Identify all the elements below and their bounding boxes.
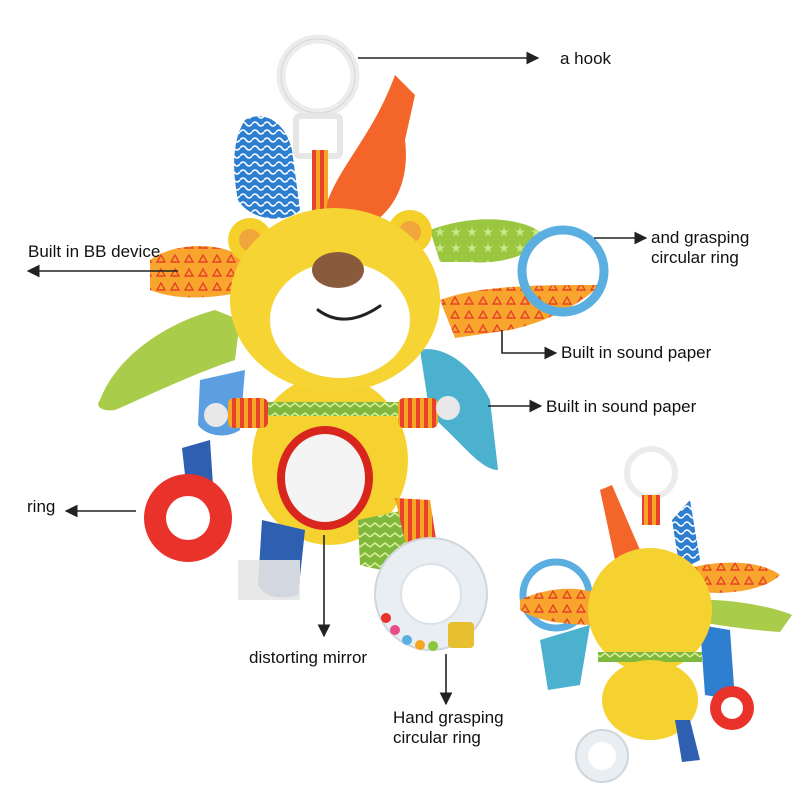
distorting-mirror xyxy=(277,426,373,530)
label-hand-grasping-line2: circular ring xyxy=(393,728,481,747)
label-ring: ring xyxy=(27,497,56,516)
label-hand-grasping: Hand grasping circular ring xyxy=(393,708,504,748)
blue-wave-petal xyxy=(234,116,300,219)
left-green-petal xyxy=(98,310,240,411)
label-hook: a hook xyxy=(560,49,612,68)
hanging-strap xyxy=(312,150,328,220)
left-triangle-petal xyxy=(150,245,250,298)
label-sound-paper-1: Built in sound paper xyxy=(561,343,712,362)
label-sound-paper-2: Built in sound paper xyxy=(546,397,697,416)
orange-top-petal xyxy=(326,75,415,231)
left-paw xyxy=(204,403,228,427)
grasping-ring-blue xyxy=(517,225,609,317)
label-hand-grasping-line1: Hand grasping xyxy=(393,708,504,727)
left-foot xyxy=(238,560,300,600)
right-triangle-petal xyxy=(440,285,600,338)
label-grasping-ring: and grasping circular ring xyxy=(651,228,749,268)
left-arm xyxy=(228,398,268,428)
lion-head xyxy=(228,208,440,392)
right-paw xyxy=(436,396,460,420)
label-bb-device: Built in BB device xyxy=(28,242,161,261)
callout-arrows xyxy=(26,51,648,706)
label-distorting-mirror: distorting mirror xyxy=(249,648,368,667)
teether-ring xyxy=(144,474,232,562)
label-grasping-ring-line1: and grasping xyxy=(651,228,750,247)
right-arm xyxy=(398,398,438,428)
main-toy xyxy=(98,34,609,651)
arrow-sound-paper-1 xyxy=(501,330,558,360)
hook-ring xyxy=(276,34,360,159)
right-star-petal xyxy=(430,219,545,263)
rattle-ring xyxy=(374,537,488,651)
ribbon-collar xyxy=(262,402,402,416)
label-grasping-ring-line2: circular ring xyxy=(651,248,739,267)
back-view-toy xyxy=(519,446,792,783)
